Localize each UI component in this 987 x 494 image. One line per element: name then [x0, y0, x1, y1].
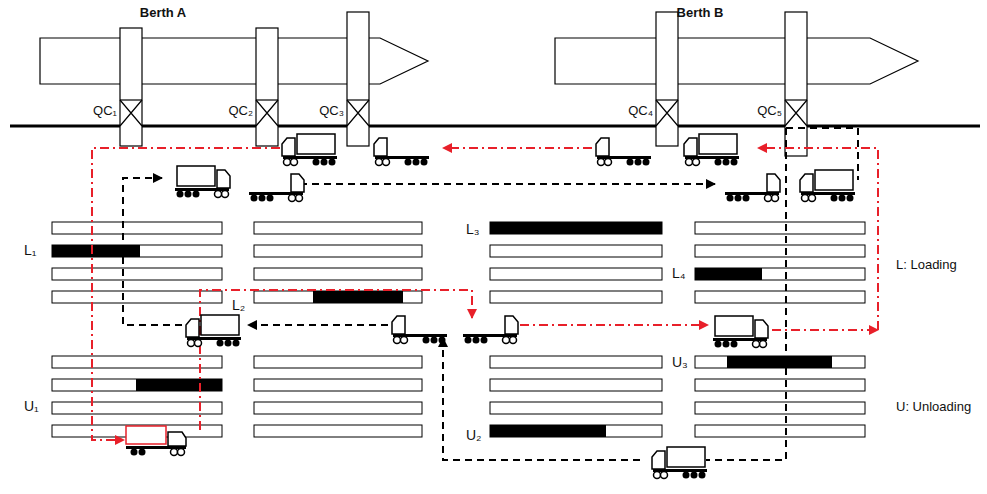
block-label: L₁: [24, 243, 37, 258]
block-label: L₂: [232, 298, 245, 313]
berth-name: Berth B: [677, 6, 724, 20]
crane-label: QC₁: [93, 104, 117, 118]
block-label: L₃: [466, 222, 480, 237]
crane-label: QC₅: [757, 104, 782, 118]
berth-name: Berth A: [140, 6, 186, 20]
crane-label: QC₂: [228, 104, 253, 118]
block-label: U₂: [466, 428, 482, 443]
legend-note: U: Unloading: [896, 400, 971, 414]
block-label: U₁: [24, 399, 39, 414]
crane-label: QC₄: [628, 104, 653, 118]
block-label: L₄: [672, 266, 686, 281]
block-label: U₃: [672, 355, 688, 370]
crane-label: QC₃: [319, 104, 344, 118]
legend-note: L: Loading: [896, 258, 957, 272]
